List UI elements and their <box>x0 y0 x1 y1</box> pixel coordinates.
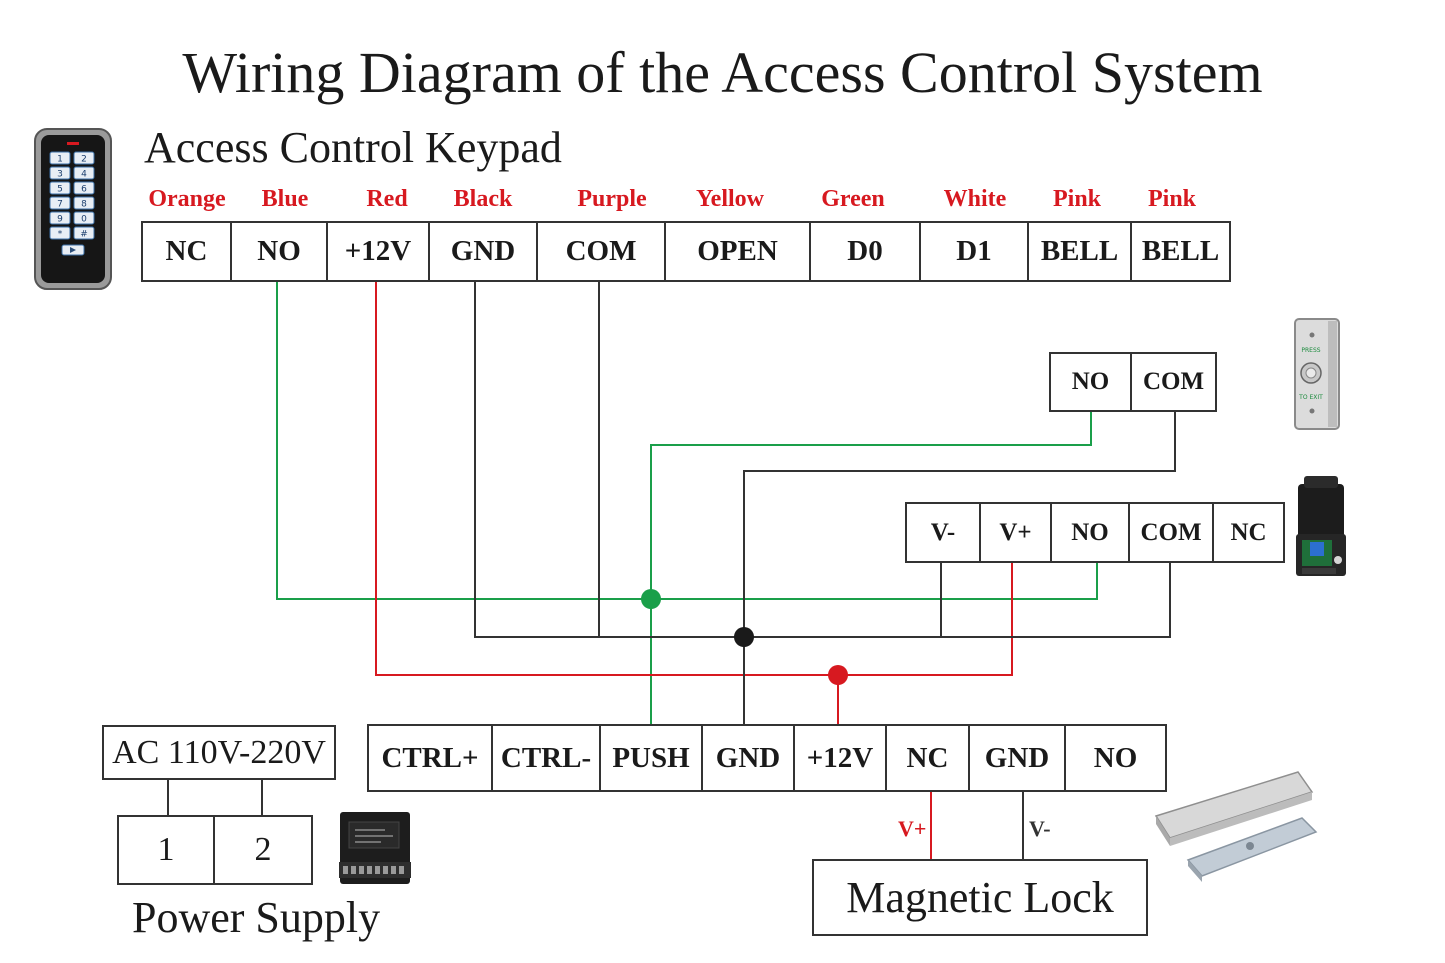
psu-output-terminal-strip: CTRL+ CTRL- PUSH GND +12V NC GND NO <box>367 724 1167 792</box>
keypad-key <box>49 166 71 180</box>
exit-button-image: PRESS TO EXIT <box>1294 318 1340 430</box>
exit-button-terminal: COM <box>1142 368 1205 395</box>
receiver-terminal-strip: V- V+ NO COM NC <box>905 502 1285 563</box>
red-junction <box>828 665 848 685</box>
keypad-wire-colors: Orange Blue Red Black Purple Yellow Gree… <box>0 184 1445 214</box>
psu-output-terminal: +12V <box>795 726 887 790</box>
keypad-key-label: 5 <box>57 185 63 195</box>
keypad-key <box>49 196 71 210</box>
receiver-terminal: NC <box>1230 518 1267 546</box>
wire-color-label: Red <box>366 186 408 212</box>
magnetic-lock-image <box>1154 771 1318 882</box>
green-junction <box>641 589 661 609</box>
keypad-key <box>73 166 95 180</box>
keypad-terminal: OPEN <box>666 223 811 280</box>
psu-output-terminal: GND <box>970 726 1066 790</box>
keypad-key <box>73 226 95 240</box>
psu-output-terminal: NC <box>887 726 970 790</box>
wire-color-label: Pink <box>1052 186 1102 212</box>
keypad-terminal: COM <box>538 223 666 280</box>
keypad-key-label: 6 <box>81 185 87 195</box>
keypad-key <box>73 196 95 210</box>
keypad-key <box>49 226 71 240</box>
remote-receiver-image <box>1296 476 1346 576</box>
keypad-heading: Access Control Keypad <box>144 123 562 172</box>
psu-output-terminal: GND <box>703 726 795 790</box>
wire-color-label: Green <box>821 186 885 212</box>
exit-button-terminal-strip: NO COM <box>1049 352 1217 412</box>
keypad-key-label: 1 <box>57 155 63 165</box>
ac-input-label: AC 110V-220V <box>102 725 336 780</box>
keypad-terminal: NC <box>143 223 232 280</box>
keypad-key <box>49 151 71 165</box>
keypad-terminal: NO <box>232 223 328 280</box>
keypad-terminal: D1 <box>921 223 1029 280</box>
psu-output-terminal: NO <box>1093 741 1138 774</box>
keypad-terminal: D0 <box>811 223 921 280</box>
keypad-key-label: 0 <box>81 215 87 225</box>
keypad-key <box>49 181 71 195</box>
wire-color-label: Black <box>453 186 513 212</box>
exit-button-press-text: PRESS <box>1301 347 1320 354</box>
keypad-terminal: +12V <box>328 223 430 280</box>
keypad-key-label: 9 <box>57 215 63 225</box>
receiver-terminal: NO <box>1052 504 1130 561</box>
keypad-terminal: BELL <box>1029 223 1132 280</box>
lock-negative-label: V- <box>1029 816 1051 841</box>
keypad-key <box>49 211 71 225</box>
keypad-key-label: 3 <box>57 170 63 180</box>
power-supply-label: Power Supply <box>132 893 381 942</box>
lock-positive-label: V+ <box>898 816 927 841</box>
psu-output-terminal: PUSH <box>601 726 703 790</box>
keypad-key-label: # <box>80 230 88 240</box>
keypad-terminal: BELL <box>1141 235 1220 267</box>
wire-color-label: Yellow <box>696 186 764 212</box>
magnetic-lock-box: Magnetic Lock <box>812 859 1148 936</box>
keypad-key-label: 2 <box>81 155 87 165</box>
wire-color-label: White <box>943 186 1007 212</box>
psu-output-terminal: CTRL+ <box>369 726 493 790</box>
exit-button-to-exit-text: TO EXIT <box>1298 394 1323 401</box>
keypad-key <box>73 151 95 165</box>
keypad-terminal-strip: NC NO +12V GND COM OPEN D0 D1 BELL BELL <box>141 221 1231 282</box>
psu-output-terminal: CTRL- <box>493 726 601 790</box>
ac-input-terminal: 2 <box>254 831 272 868</box>
keypad-key-label: * <box>58 230 63 240</box>
keypad-key <box>73 211 95 225</box>
keypad-key-label: 7 <box>57 200 63 210</box>
black-wire <box>167 281 1176 859</box>
exit-button-terminal: NO <box>1051 354 1132 410</box>
black-junction <box>734 627 754 647</box>
wire-color-label: Blue <box>261 186 309 212</box>
green-wire <box>276 281 1098 724</box>
power-supply-image <box>339 812 411 884</box>
keypad-key-label: 8 <box>81 200 87 210</box>
wire-color-label: Pink <box>1147 186 1197 212</box>
wire-color-label: Purple <box>577 186 647 212</box>
ac-input-terminal: 1 <box>119 817 215 883</box>
keypad-device-image: 1 2 3 4 5 6 7 8 9 0 * # <box>34 128 112 290</box>
keypad-key-label: 4 <box>81 170 87 180</box>
keypad-key <box>73 181 95 195</box>
receiver-terminal: COM <box>1130 504 1214 561</box>
diagram-title: Wiring Diagram of the Access Control Sys… <box>182 40 1263 105</box>
ac-input-terminal-strip: 1 2 <box>117 815 313 885</box>
wire-color-label: Orange <box>148 186 226 212</box>
receiver-terminal: V- <box>907 504 981 561</box>
receiver-terminal: V+ <box>981 504 1052 561</box>
keypad-terminal: GND <box>430 223 538 280</box>
